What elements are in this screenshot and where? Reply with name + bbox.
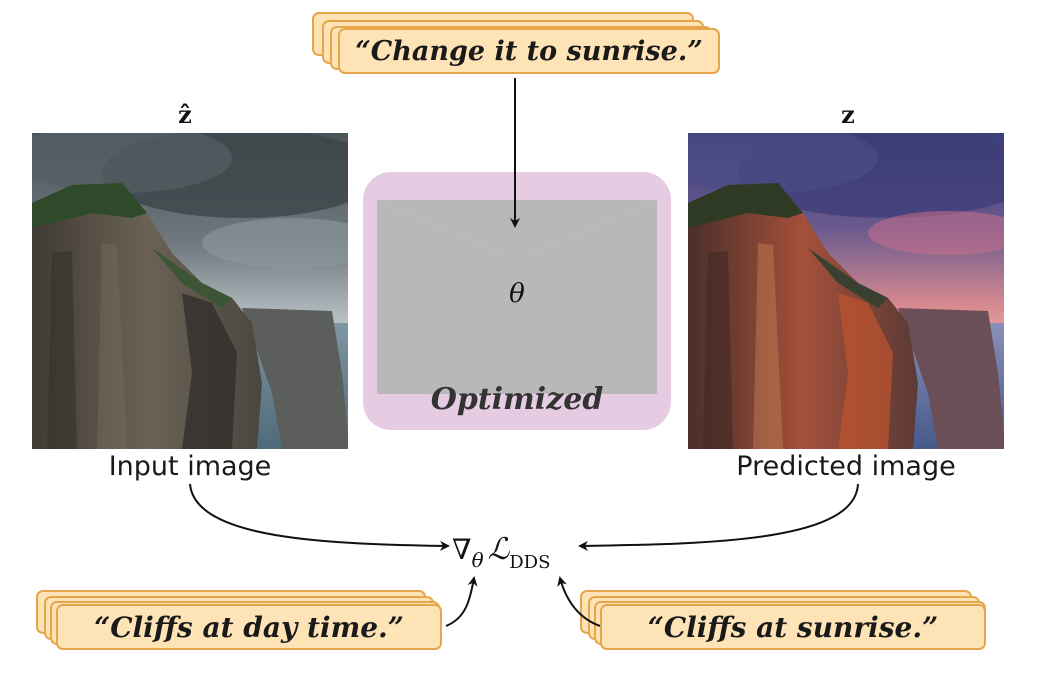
arrow-predicted-to-loss (580, 484, 858, 546)
input-latent-symbol: ẑ (170, 100, 200, 129)
arrow-source-to-loss (446, 578, 474, 626)
target-prompt: “Cliffs at sunrise.” (600, 604, 986, 650)
source-prompt: “Cliffs at day time.” (56, 604, 442, 650)
loss-gradient-subscript: θ (472, 548, 484, 572)
network-parameter: θ (363, 279, 671, 309)
loss-subscript: DDS (509, 552, 550, 573)
input-image (32, 133, 348, 449)
predicted-latent-symbol: z (833, 100, 863, 129)
edit-prompt: “Change it to sunrise.” (338, 28, 720, 74)
loss-gradient-symbol: ∇ (452, 533, 472, 566)
network-status: Optimized (363, 382, 671, 417)
arrow-input-to-loss (190, 484, 448, 546)
predicted-image (688, 133, 1004, 449)
predicted-image-label: Predicted image (688, 451, 1004, 482)
input-image-label: Input image (32, 451, 348, 482)
network-box: θ Optimized (363, 172, 671, 430)
loss-symbol: ℒ (488, 532, 510, 567)
